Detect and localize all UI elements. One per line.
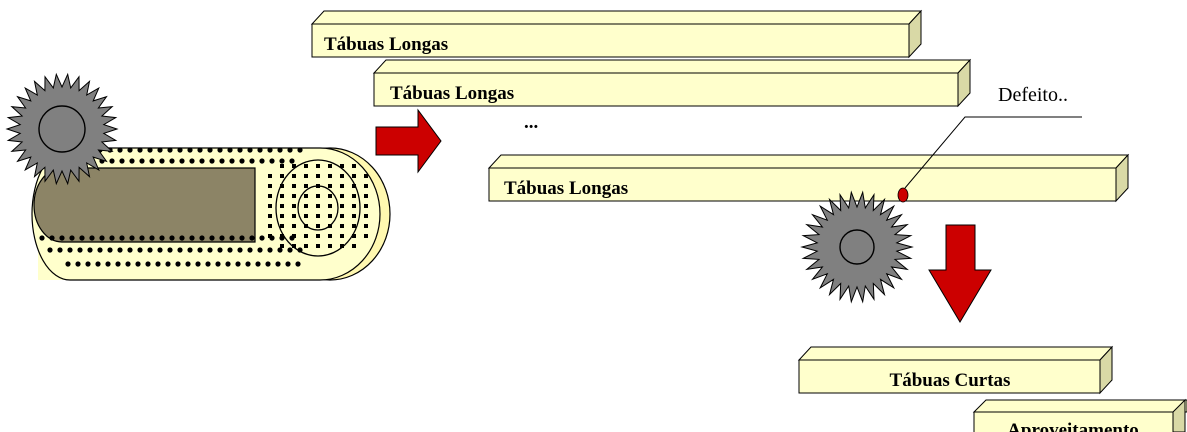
defect-marker bbox=[897, 187, 909, 203]
defect-callout: Defeito.. bbox=[904, 84, 1082, 189]
long-board-1: Tábuas Longas bbox=[310, 9, 923, 59]
arrow-down-icon bbox=[928, 224, 992, 323]
board-label: Aproveitamento bbox=[1007, 420, 1139, 432]
arrow-right-icon bbox=[375, 108, 442, 174]
defect-label: Defeito.. bbox=[998, 84, 1068, 106]
leftover-board: Aproveitamento bbox=[972, 398, 1187, 432]
board-label: Tábuas Longas bbox=[390, 83, 514, 104]
long-board-2: Tábuas Longas bbox=[372, 58, 972, 108]
short-board: Tábuas Curtas bbox=[797, 345, 1114, 395]
saw-blade-icon bbox=[800, 190, 914, 304]
board-label: Tábuas Longas bbox=[504, 178, 628, 199]
log-icon bbox=[31, 147, 391, 281]
long-board-3: Tábuas Longas bbox=[487, 153, 1130, 203]
saw-blade-icon bbox=[5, 72, 119, 186]
ellipsis-text: ... bbox=[524, 112, 538, 133]
board-label: Tábuas Longas bbox=[324, 34, 448, 55]
board-label: Tábuas Curtas bbox=[890, 370, 1011, 391]
